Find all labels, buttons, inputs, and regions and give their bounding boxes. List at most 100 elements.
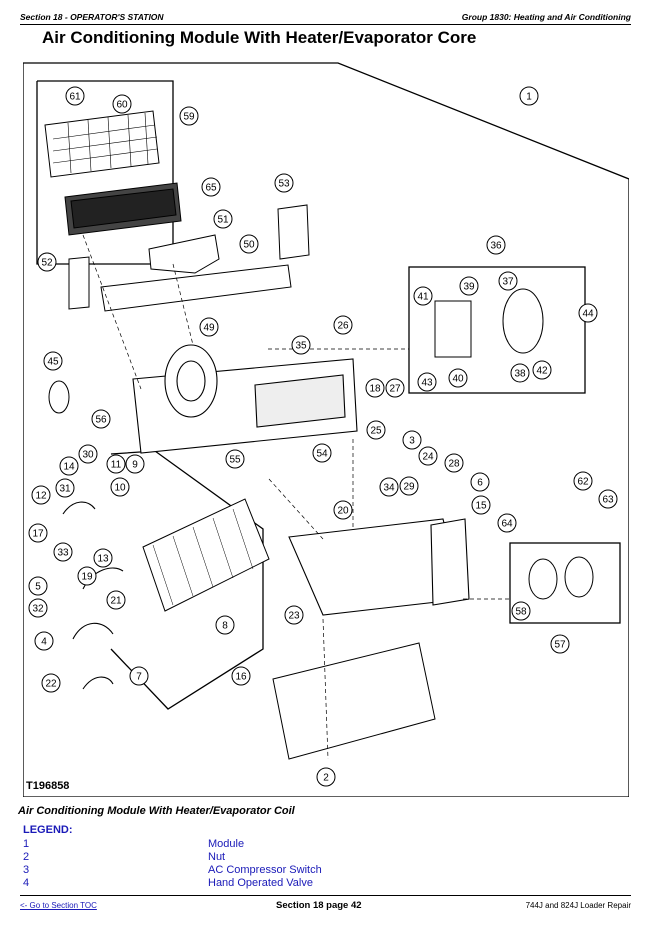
legend-item: 4 Hand Operated Valve — [23, 877, 423, 890]
callout-57: 57 — [550, 634, 570, 654]
callout-number: 2 — [323, 773, 329, 784]
legend-label: AC Compressor Switch — [208, 864, 322, 876]
callout-bubble — [578, 303, 598, 323]
callout-number: 51 — [217, 215, 229, 226]
callout-number: 26 — [337, 321, 349, 332]
legend-item: 1 Module — [23, 838, 423, 851]
callout-5: 5 — [28, 576, 48, 596]
callout-32: 32 — [28, 598, 48, 618]
callout-bubble — [511, 601, 531, 621]
callout-bubble — [333, 500, 353, 520]
callout-bubble — [213, 209, 233, 229]
legend-item: 2 Nut — [23, 851, 423, 864]
callout-number: 20 — [337, 506, 349, 517]
callout-bubble — [379, 477, 399, 497]
callout-37: 37 — [498, 271, 518, 291]
module-outline — [23, 62, 629, 797]
callout-number: 50 — [243, 240, 255, 251]
callout-55: 55 — [225, 449, 245, 469]
callout-bubble — [497, 513, 517, 533]
callout-number: 7 — [136, 672, 142, 683]
callout-2: 2 — [316, 767, 336, 787]
callout-bubble — [225, 449, 245, 469]
legend-label: Nut — [208, 851, 226, 863]
callout-number: 12 — [35, 491, 47, 502]
callout-number: 29 — [403, 482, 415, 493]
callout-number: 10 — [114, 483, 126, 494]
callout-number: 40 — [452, 374, 464, 385]
callout-38: 38 — [510, 363, 530, 383]
callout-number: 60 — [116, 100, 128, 111]
callout-36: 36 — [486, 235, 506, 255]
callout-number: 8 — [222, 621, 228, 632]
figure-id: T196858 — [26, 780, 70, 792]
callout-number: 27 — [389, 384, 401, 395]
callout-35: 35 — [291, 335, 311, 355]
callout-number: 28 — [448, 459, 460, 470]
callout-bubble — [31, 485, 51, 505]
callout-16: 16 — [231, 666, 251, 686]
callout-number: 53 — [278, 179, 290, 190]
callout-bubble — [125, 454, 145, 474]
callout-bubble — [274, 173, 294, 193]
callout-bubble — [413, 286, 433, 306]
callout-3: 3 — [402, 430, 422, 450]
callout-bubble — [43, 351, 63, 371]
callout-bubble — [110, 477, 130, 497]
callout-bubble — [470, 472, 490, 492]
callout-bubble — [316, 767, 336, 787]
callout-27: 27 — [385, 378, 405, 398]
callout-number: 1 — [526, 92, 532, 103]
assembly-leaders — [82, 234, 510, 760]
callout-7: 7 — [129, 666, 149, 686]
heater-housing — [132, 344, 358, 454]
callout-bubble — [510, 363, 530, 383]
footer-divider — [20, 895, 631, 896]
callout-number: 25 — [370, 426, 382, 437]
callout-bubble — [59, 456, 79, 476]
callout-50: 50 — [239, 234, 259, 254]
callout-bubble — [598, 489, 618, 509]
page-number: Section 18 page 42 — [276, 900, 362, 911]
callout-number: 56 — [95, 415, 107, 426]
page-title: Air Conditioning Module With Heater/Evap… — [42, 28, 477, 47]
callout-58: 58 — [511, 601, 531, 621]
callout-bubble — [231, 666, 251, 686]
callout-bubble — [34, 631, 54, 651]
callout-25: 25 — [366, 420, 386, 440]
blower-wheel-assembly — [434, 288, 544, 358]
callout-53: 53 — [274, 173, 294, 193]
group-header: Group 1830: Heating and Air Conditioning — [461, 12, 631, 22]
section-header: Section 18 - OPERATOR'S STATION — [20, 12, 164, 22]
callout-bubble — [418, 446, 438, 466]
callout-23: 23 — [284, 605, 304, 625]
callout-bubble — [93, 548, 113, 568]
callout-number: 49 — [203, 323, 215, 334]
foam-seals — [48, 204, 310, 414]
callout-39: 39 — [459, 276, 479, 296]
callout-59: 59 — [179, 106, 199, 126]
legend-label: Module — [208, 838, 245, 850]
callout-number: 39 — [463, 282, 475, 293]
callout-bubble — [519, 86, 539, 106]
callout-number: 30 — [82, 450, 94, 461]
callout-bubble — [402, 430, 422, 450]
legend-number: 1 — [23, 838, 30, 850]
callout-bubble — [385, 378, 405, 398]
callout-number: 24 — [422, 452, 434, 463]
callout-bubble — [28, 598, 48, 618]
callout-28: 28 — [444, 453, 464, 473]
callout-number: 44 — [582, 309, 594, 320]
callout-number: 5 — [35, 582, 41, 593]
callout-52: 52 — [37, 252, 57, 272]
callout-34: 34 — [379, 477, 399, 497]
callout-29: 29 — [399, 476, 419, 496]
callout-number: 32 — [32, 604, 44, 615]
callout-bubble — [201, 177, 221, 197]
callout-number: 52 — [41, 258, 53, 269]
callout-number: 58 — [515, 607, 527, 618]
callout-14: 14 — [59, 456, 79, 476]
callout-1: 1 — [519, 86, 539, 106]
section-toc-link[interactable]: <- Go to Section TOC — [20, 901, 97, 910]
callout-51: 51 — [213, 209, 233, 229]
